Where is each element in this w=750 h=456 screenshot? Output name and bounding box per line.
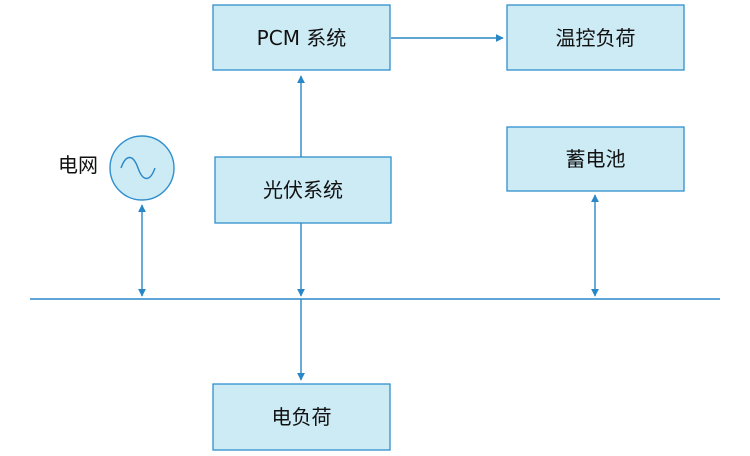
grid-label: 电网 (58, 153, 98, 177)
pcm-system-box: PCM 系统 (212, 4, 391, 71)
ac-source-icon (109, 135, 175, 201)
pv-system-label: 光伏系统 (263, 178, 343, 202)
battery-label: 蓄电池 (566, 147, 626, 171)
pcm-system-label: PCM 系统 (257, 26, 347, 50)
temp-load-label: 温控负荷 (556, 26, 636, 50)
battery-box: 蓄电池 (506, 126, 685, 192)
grid-source (109, 135, 175, 201)
temp-load-box: 温控负荷 (506, 4, 685, 71)
electric-load-label: 电负荷 (272, 405, 332, 429)
sine-wave-icon (120, 156, 156, 180)
pv-system-box: 光伏系统 (214, 156, 392, 224)
electric-load-box: 电负荷 (212, 383, 391, 451)
